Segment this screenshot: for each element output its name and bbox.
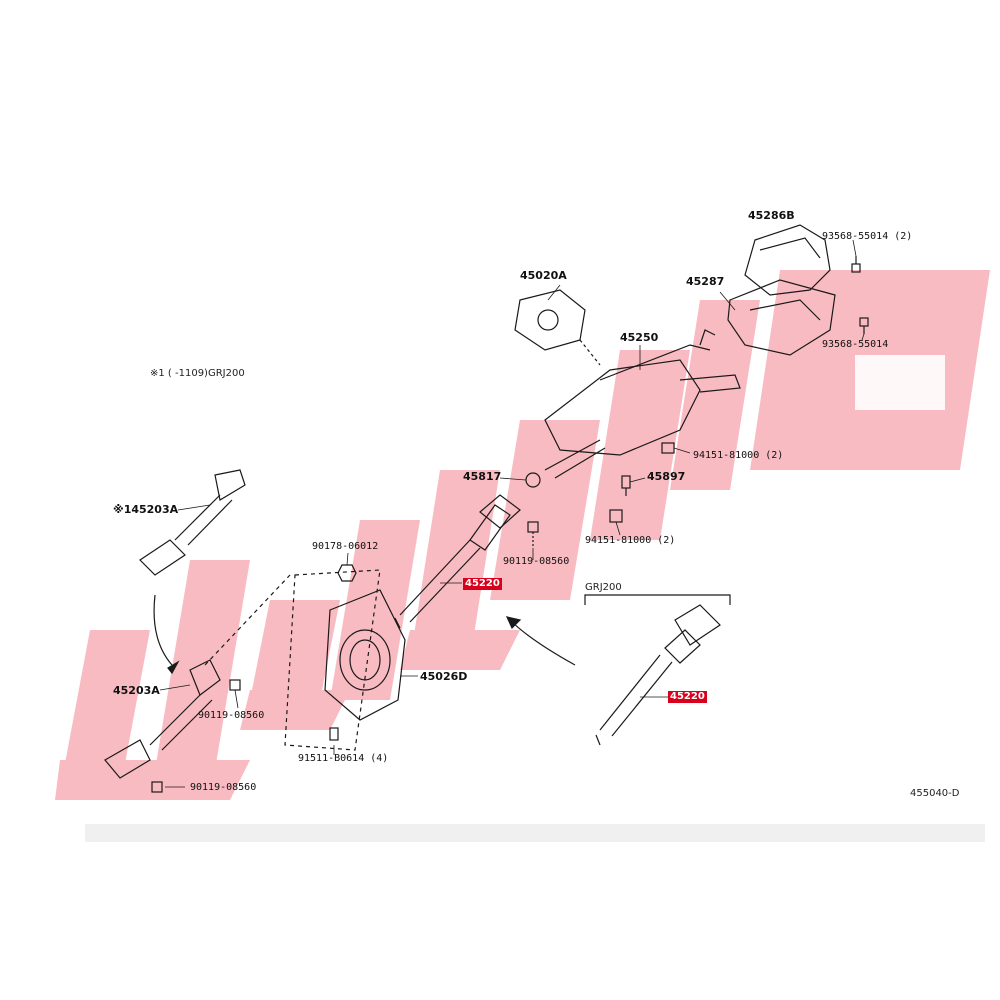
sliding-yoke-lower — [104, 659, 221, 779]
nut-94151-top — [661, 442, 675, 454]
label-45220-alt[interactable]: 45220 — [668, 691, 707, 703]
bolt-90119-mid — [527, 521, 539, 548]
arrow-head-right — [505, 616, 522, 630]
label-90119-left[interactable]: 90119-08560 — [198, 710, 265, 721]
label-90119-mid[interactable]: 90119-08560 — [503, 556, 570, 567]
group-label-grj200: GRJ200 — [585, 582, 622, 593]
label-145203A[interactable]: ※145203A — [113, 503, 179, 516]
label-91511[interactable]: 91511-B0614 (4) — [298, 753, 389, 764]
assembly-outline — [204, 569, 381, 751]
screw-93568-top — [851, 256, 861, 273]
label-45817[interactable]: 45817 — [463, 470, 502, 483]
label-94151-bottom[interactable]: 94151-81000 (2) — [585, 535, 676, 546]
nut-94151-bottom — [609, 509, 623, 523]
arrow-head-left — [167, 660, 180, 675]
upper-column-cover — [744, 224, 831, 296]
bolt-90119-bottom — [151, 781, 163, 793]
bolt-45897 — [621, 475, 631, 496]
sliding-yoke-upper — [139, 469, 246, 576]
bolt-91511 — [329, 727, 339, 741]
footer-bar — [85, 824, 985, 842]
hole-cover-boot — [324, 589, 406, 721]
label-45287[interactable]: 45287 — [686, 275, 725, 288]
label-93568-top[interactable]: 93568-55014 (2) — [822, 231, 913, 242]
label-45020A[interactable]: 45020A — [520, 269, 567, 282]
label-90178[interactable]: 90178-06012 — [312, 541, 379, 552]
label-94151-top[interactable]: 94151-81000 (2) — [693, 450, 784, 461]
screw-93568-bottom — [859, 317, 869, 334]
bolt-90119-left — [229, 679, 241, 691]
applicability-note: ※1 ( -1109)GRJ200 — [150, 368, 245, 379]
label-45203A[interactable]: 45203A — [113, 684, 160, 697]
arrow-curve-right — [509, 619, 576, 666]
diagram-ref-code: 455040-D — [910, 788, 960, 799]
ignition-lock-cylinder — [514, 289, 601, 366]
intermediate-shaft-main — [394, 494, 521, 629]
label-45286B[interactable]: 45286B — [748, 209, 795, 222]
arrow-curve-left — [153, 594, 173, 666]
label-45250[interactable]: 45250 — [620, 331, 659, 344]
label-93568-bottom[interactable]: 93568-55014 — [822, 339, 889, 350]
intermediate-shaft-alt — [595, 604, 721, 746]
label-45220-main[interactable]: 45220 — [463, 578, 502, 590]
lower-column-cover — [727, 279, 836, 356]
steering-column-assembly — [544, 329, 741, 479]
label-90119-bottom[interactable]: 90119-08560 — [190, 782, 257, 793]
label-45026D[interactable]: 45026D — [420, 670, 468, 683]
group-bracket — [584, 594, 731, 605]
bracket-45817 — [525, 472, 541, 488]
nut-90178 — [337, 564, 357, 582]
label-45897[interactable]: 45897 — [647, 470, 686, 483]
